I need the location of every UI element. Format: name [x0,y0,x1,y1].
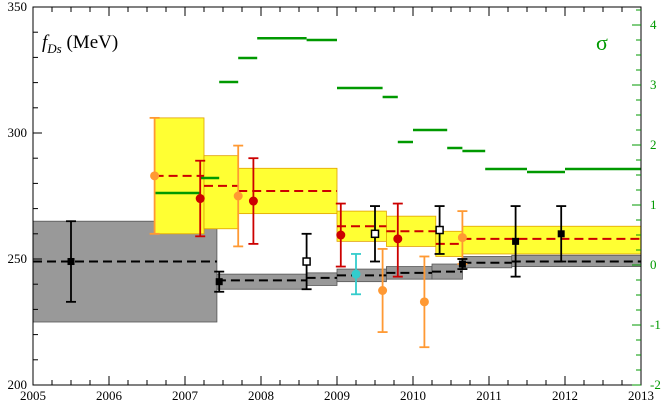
x-tick-label-6: 2011 [476,388,502,403]
x-tick-label-3: 2008 [248,388,274,403]
data-point-5 [248,196,258,206]
y2-tick-label-0: -2 [650,377,661,392]
theory-band-box-6 [461,225,642,255]
y2-tick-label-3: 1 [650,197,657,212]
experiment-band-box-1 [216,273,307,290]
data-point-10 [378,286,388,295]
data-point-14 [457,233,467,243]
x-tick-label-0: 2005 [20,388,46,403]
data-point-12 [419,297,429,307]
sigma-axis-label: σ [596,30,608,55]
bands-layer [32,117,642,323]
points-layer [66,116,567,349]
x-tick-label-1: 2006 [96,388,123,403]
y-tick-label-1: 250 [8,251,28,266]
y2-tick-label-5: 3 [650,77,657,92]
y2-tick-label-1: -1 [650,317,661,332]
experiment-band-box-2 [306,272,338,286]
x-tick-label-4: 2009 [324,388,350,403]
y2-tick-label-4: 2 [650,137,657,152]
data-point-9 [370,229,380,239]
y-tick-label-0: 200 [8,377,28,392]
theory-band-box-1 [203,155,239,230]
y-tick-label-3: 350 [8,0,28,14]
data-point-0 [67,258,75,266]
data-point-7 [336,230,346,240]
data-point-4 [233,191,243,201]
data-point-3 [215,278,223,286]
x-tick-label-5: 2010 [400,388,426,403]
data-point-1 [150,171,160,181]
sigma-layer [154,36,641,195]
data-point-16 [512,237,520,245]
data-point-17 [557,230,565,238]
x-tick-label-8: 2013 [628,388,654,403]
y2-tick-label-2: 0 [650,257,657,272]
y2-tick-label-6: 4 [650,17,657,32]
chart-title: fDs (MeV) [42,32,118,56]
experiment-band-box-0 [32,220,218,323]
data-point-13 [435,225,444,235]
y-tick-label-2: 300 [8,125,28,140]
data-point-15 [458,260,466,268]
data-point-6 [302,257,311,266]
x-tick-label-2: 2007 [172,388,199,403]
data-point-2 [195,194,205,204]
data-point-11 [393,234,403,244]
data-point-8 [351,269,361,279]
x-tick-label-7: 2012 [552,388,578,403]
